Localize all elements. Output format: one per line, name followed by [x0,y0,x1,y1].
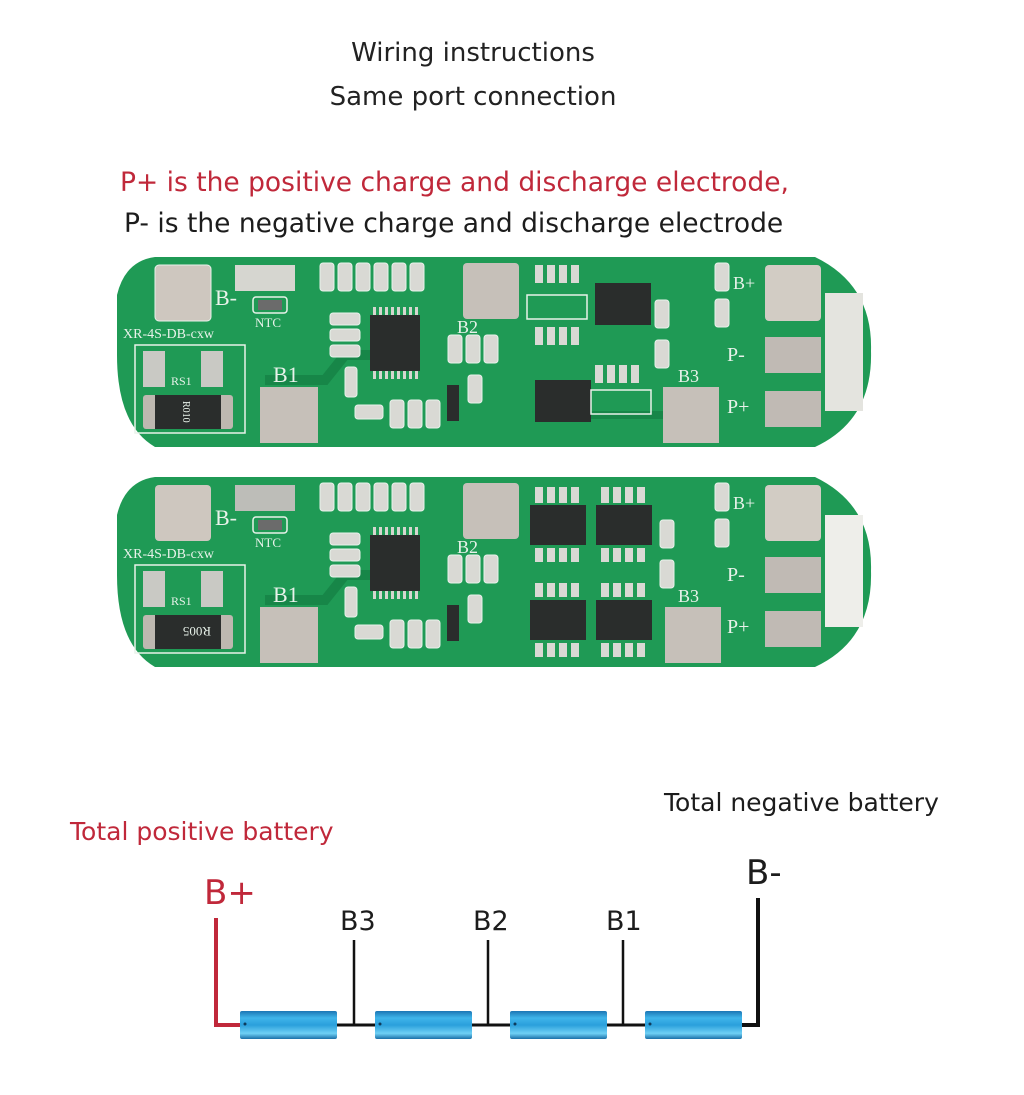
pcb-board-top: B- NTC XR-4S-DB-cxw RS1 R010 B1 B2 [117,257,872,447]
label-b2: B2 [457,537,478,557]
pad-b2 [463,263,519,319]
title-same-port-connection: Same port connection [329,82,617,112]
label-rs1: RS1 [171,374,192,388]
protection-ic [370,307,420,379]
note-positive-electrode: P+ is the positive charge and discharge … [120,167,789,198]
label-b-minus: B- [215,505,237,530]
connector-strip [825,293,863,411]
label-total-negative: Total negative battery [664,788,939,817]
mosfet-group [530,487,652,657]
label-b-minus: B- [215,285,237,310]
label-b2: B2 [457,317,478,337]
shunt-marking: R005 [183,624,211,639]
label-p-minus: P- [727,564,745,586]
label-b-minus: B- [746,853,782,893]
label-b-plus: B+ [204,873,256,913]
battery-cell [240,1011,337,1039]
pad-p-minus [765,557,821,593]
label-rs1: RS1 [171,594,192,608]
pcb-board-bottom: B- NTC XR-4S-DB-cxw RS1 R005 B1 B2 [117,477,872,667]
label-model: XR-4S-DB-cxw [123,547,215,562]
label-tap-b3: B3 [340,906,376,937]
pad-b1 [260,387,318,443]
label-b3: B3 [678,586,699,606]
label-p-minus: P- [727,344,745,366]
pad-b-plus [765,265,821,321]
label-total-positive: Total positive battery [70,817,334,846]
pad-b3 [663,387,719,443]
label-p-plus: P+ [727,616,749,638]
pad-b-minus [154,264,212,322]
protection-ic [370,527,420,599]
label-b1: B1 [273,362,299,387]
label-b-plus: B+ [733,273,755,293]
title-wiring-instructions: Wiring instructions [351,38,595,68]
connector-strip [825,515,863,627]
label-ntc: NTC [255,315,281,330]
pad-b2 [463,483,519,539]
label-tap-b2: B2 [473,906,509,937]
pad-b-minus [155,485,211,541]
pad-b1 [260,607,318,663]
mosfet-group [526,265,652,422]
battery-cell [645,1011,742,1039]
label-ntc: NTC [255,535,281,550]
pad-b3 [665,607,721,663]
label-model: XR-4S-DB-cxw [123,327,215,342]
label-p-plus: P+ [727,396,749,418]
wire-b-minus [740,898,760,1027]
battery-cell [375,1011,472,1039]
shunt-marking: R010 [180,401,191,423]
label-b1: B1 [273,582,299,607]
pad-b-plus [765,485,821,541]
label-b3: B3 [678,366,699,386]
label-tap-b1: B1 [606,906,642,937]
pad-p-plus [765,611,821,647]
pad-p-minus [765,337,821,373]
label-b-plus: B+ [733,493,755,513]
pad-p-plus [765,391,821,427]
battery-cell [510,1011,607,1039]
battery-wiring-diagram: B+ B- B3 B2 B1 [204,853,782,1039]
wire-b-plus [214,918,240,1027]
note-negative-electrode: P- is the negative charge and discharge … [124,208,784,239]
